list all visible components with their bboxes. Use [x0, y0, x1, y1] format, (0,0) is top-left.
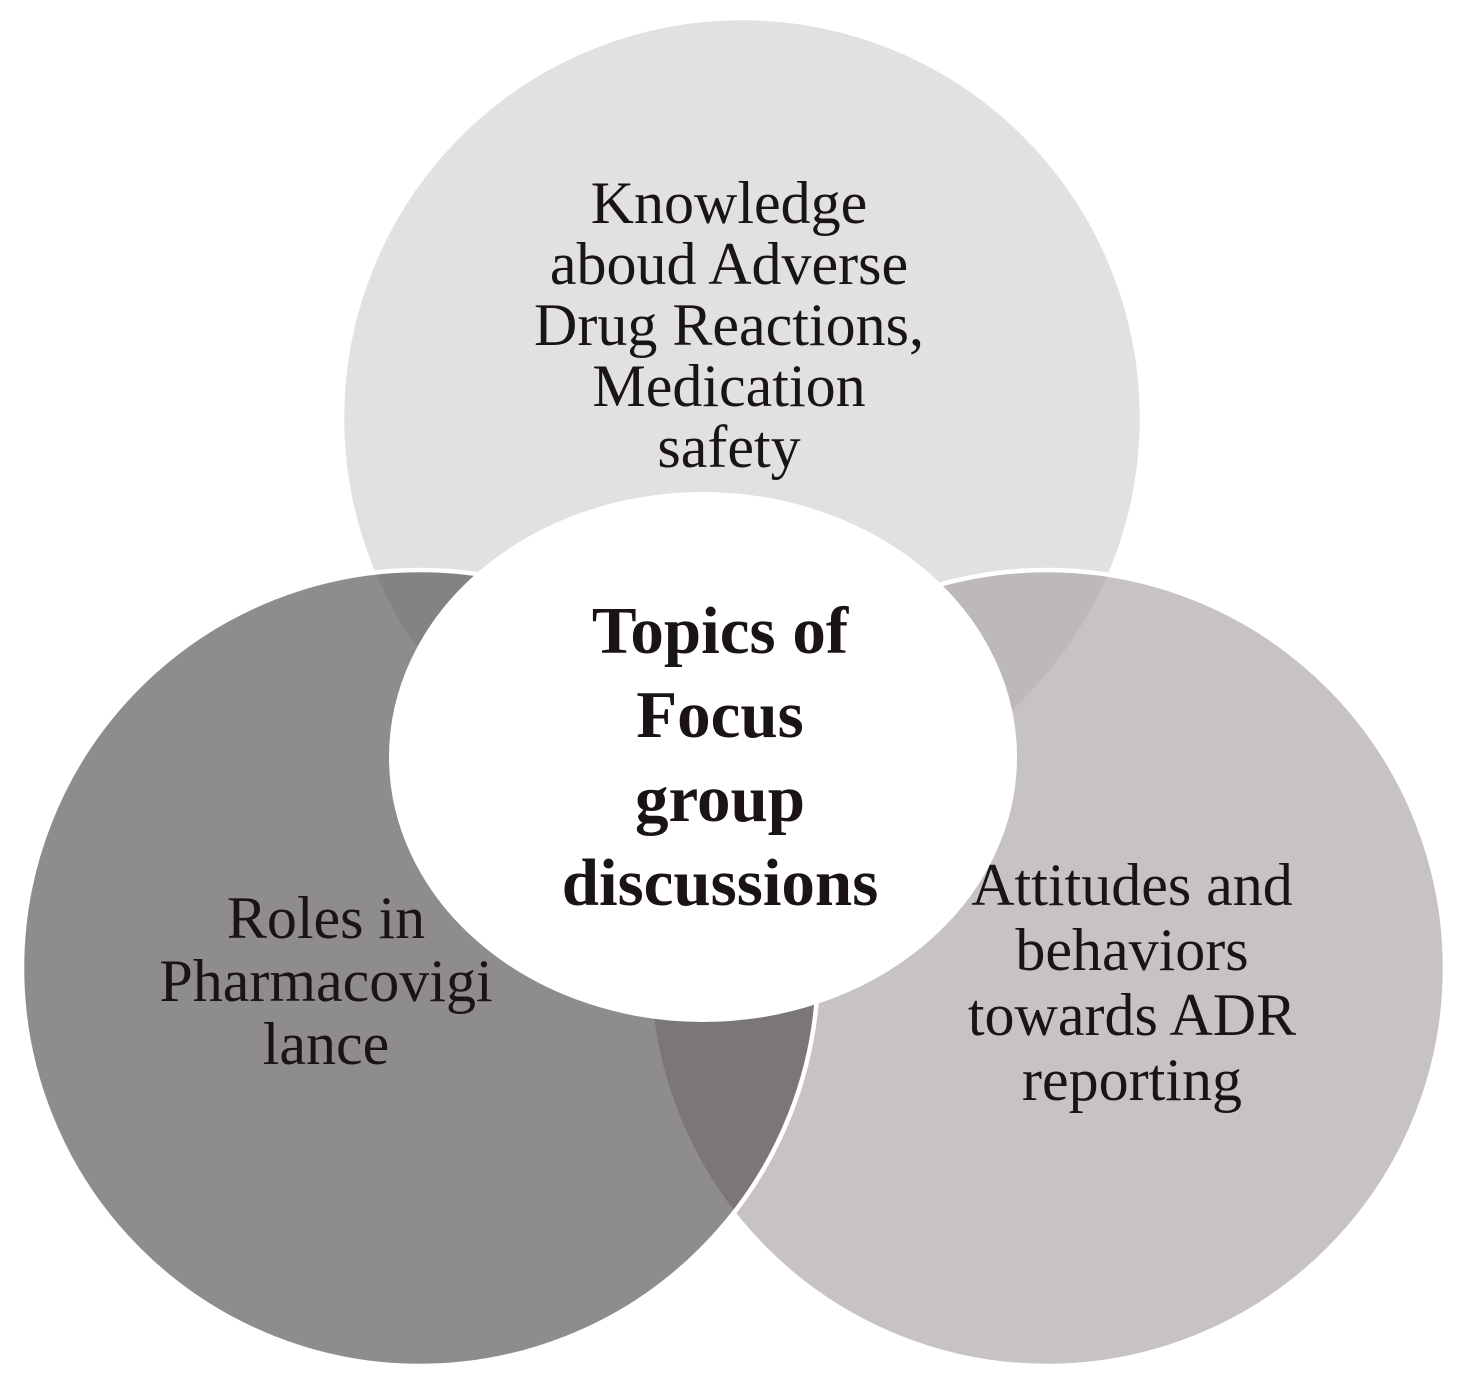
center-label-line: Topics of — [591, 594, 849, 668]
right-label-line: reporting — [1022, 1047, 1242, 1113]
top-label-line: safety — [657, 414, 801, 480]
left-label-line: Pharmacovigi — [159, 948, 493, 1014]
top-label-line: Medication — [592, 353, 866, 419]
right-label-line: Attitudes and — [971, 852, 1293, 918]
center-label-line: group — [634, 762, 806, 836]
top-label-line: Drug Reactions, — [534, 292, 924, 358]
center-circle — [389, 492, 1017, 1022]
left-label-line: lance — [262, 1011, 390, 1077]
top-label-line: aboud Adverse — [549, 231, 909, 297]
left-label-line: Roles in — [226, 885, 426, 951]
left-circle-label: Roles in Pharmacovigi lance — [126, 887, 526, 1076]
center-circle-label: Topics of Focus group discussions — [520, 589, 920, 925]
right-label-line: towards ADR — [967, 982, 1297, 1048]
top-label-line: Knowledge — [590, 170, 868, 236]
center-label-line: discussions — [561, 846, 879, 920]
right-circle-label: Attitudes and behaviors towards ADR repo… — [932, 853, 1332, 1113]
center-label-line: Focus — [636, 678, 804, 752]
right-label-line: behaviors — [1015, 917, 1249, 983]
top-circle-label: Knowledge aboud Adverse Drug Reactions, … — [469, 173, 989, 478]
